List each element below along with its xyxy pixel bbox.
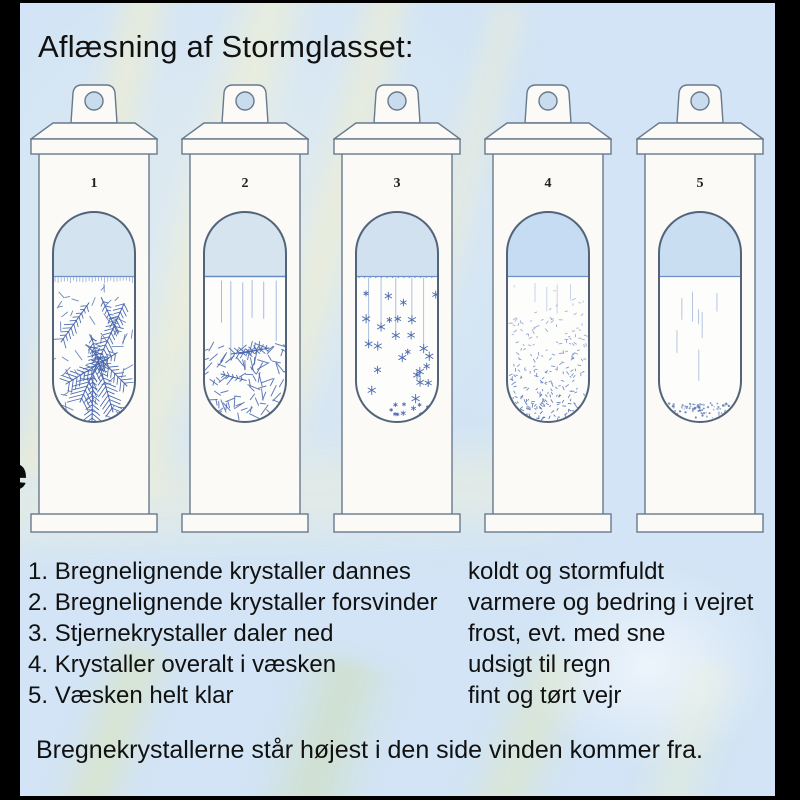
lid-rim <box>484 138 612 155</box>
legend-observation: 3. Stjernekrystaller daler ned <box>28 620 334 648</box>
glass-number: 1 <box>91 176 98 191</box>
stormglass-5-illustration: 5 <box>634 84 766 533</box>
legend-row: 1. Bregnelignende krystaller dannes kold… <box>0 558 775 589</box>
page-title: Aflæsning af Stormglasset: <box>38 29 414 64</box>
hanging-hole <box>84 91 104 111</box>
window-content <box>204 212 286 422</box>
lid-rim <box>30 138 158 155</box>
window-content <box>659 212 741 422</box>
lid-rim <box>636 138 764 155</box>
suspended-crystals-graphic <box>507 282 588 422</box>
lid-rim <box>181 138 309 155</box>
legend-number: 1. <box>28 558 49 585</box>
hanging-hole <box>538 91 558 111</box>
lid <box>482 122 614 140</box>
legend-number: 5. <box>28 682 49 709</box>
glass-number: 2 <box>242 176 249 191</box>
glass-base <box>333 513 461 533</box>
legend-observation: 2. Bregnelignende krystaller forsvinder <box>28 589 438 617</box>
legend-number: 4. <box>28 651 49 678</box>
glass-number: 4 <box>545 176 552 191</box>
glass-base <box>484 513 612 533</box>
lid-rim <box>333 138 461 155</box>
frame-bar-right <box>775 0 800 800</box>
legend-number: 3. <box>28 620 49 647</box>
legend-observation-text: Bregnelignende krystaller forsvinder <box>54 589 438 616</box>
frame-bar-bottom <box>0 796 800 800</box>
legend-observation: 1. Bregnelignende krystaller dannes <box>28 558 411 586</box>
glass-number: 5 <box>697 176 704 191</box>
frame-bar-left <box>0 0 20 800</box>
window-outline <box>506 211 590 423</box>
window-content <box>507 212 589 422</box>
window-content <box>53 212 135 422</box>
stormglass-5: 5 <box>634 84 766 534</box>
stormglass-4-illustration: 4 <box>482 84 614 533</box>
lid <box>634 122 766 140</box>
hanging-hole <box>690 91 710 111</box>
window-content <box>356 212 438 422</box>
stormglass-1: 1 <box>28 84 160 534</box>
legend-forecast: varmere og bedring i vejret <box>468 589 754 616</box>
legend-observation-text: Stjernekrystaller daler ned <box>54 620 334 647</box>
legend-forecast: udsigt til regn <box>468 651 611 678</box>
legend-observation: 4. Krystaller overalt i væsken <box>28 651 336 679</box>
lid <box>331 122 463 140</box>
legend-number: 2. <box>28 589 49 616</box>
window-liquid <box>659 276 741 422</box>
lid <box>179 122 311 140</box>
legend-observation-text: Væsken helt klar <box>54 682 234 709</box>
window-outline <box>658 211 742 423</box>
legend-forecast: koldt og stormfuldt <box>468 558 665 585</box>
glass-base <box>636 513 764 533</box>
lid <box>28 122 160 140</box>
stormglass-3-illustration: 3 <box>331 84 463 533</box>
hanging-hole <box>387 91 407 111</box>
legend-row: 4. Krystaller overalt i væsken udsigt ti… <box>0 651 775 682</box>
stormglass-1-illustration: 1 <box>28 84 160 533</box>
legend-forecast: frost, evt. med sne <box>468 620 666 647</box>
stormglass-2-illustration: 2 <box>179 84 311 533</box>
frame-bar-top <box>0 0 800 3</box>
legend-forecast: fint og tørt vejr <box>468 682 622 709</box>
glass-base <box>181 513 309 533</box>
stormglass-2: 2 <box>179 84 311 534</box>
legend-observation: 5. Væsken helt klar <box>28 682 233 710</box>
legend-row: 2. Bregnelignende krystaller forsvinder … <box>0 589 775 620</box>
legend-observation-text: Bregnelignende krystaller dannes <box>54 558 411 585</box>
glass-base <box>30 513 158 533</box>
stormglass-4: 4 <box>482 84 614 534</box>
window-liquid <box>507 276 589 422</box>
legend-row: 3. Stjernekrystaller daler ned frost, ev… <box>0 620 775 651</box>
legend-observation-text: Krystaller overalt i væsken <box>54 651 337 678</box>
glass-number: 3 <box>394 176 401 191</box>
hanging-hole <box>235 91 255 111</box>
stormglass-3: 3 <box>331 84 463 534</box>
legend-row: 5. Væsken helt klar fint og tørt vejr <box>0 682 775 713</box>
footnote: Bregnekrystallerne står højest i den sid… <box>36 736 703 764</box>
